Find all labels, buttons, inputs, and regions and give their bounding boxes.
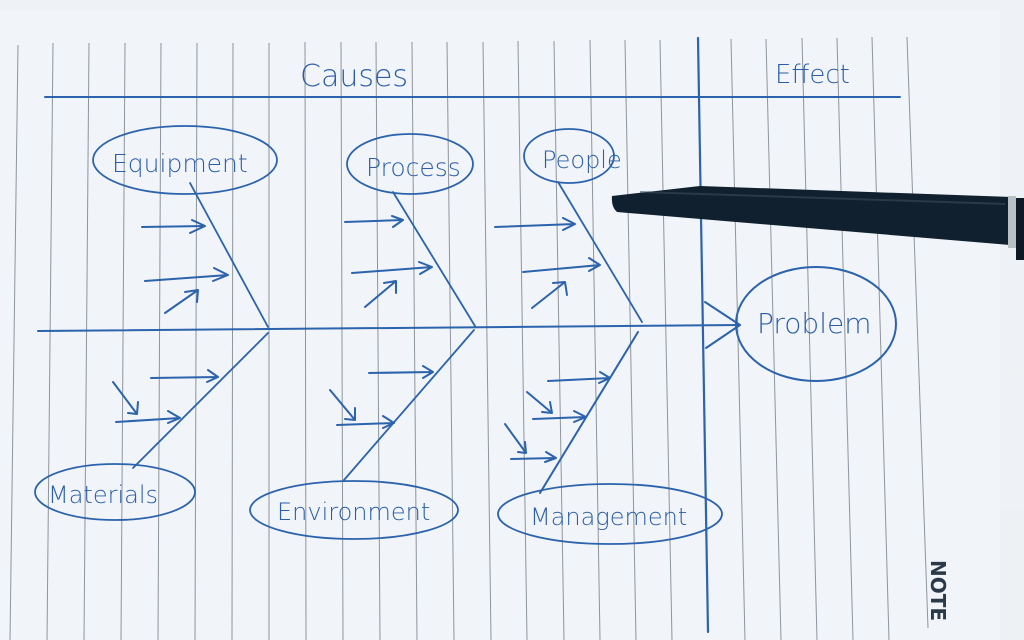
- fishbone-spine: [37, 324, 741, 332]
- problem-label: Problem: [757, 307, 871, 340]
- bone-equipment: [189, 182, 269, 328]
- people-ellipse: [523, 128, 615, 184]
- causes-header: Causes: [300, 59, 408, 94]
- category-management: Management: [530, 503, 687, 531]
- equipment-ellipse: [92, 125, 278, 195]
- notebook-brand: NOTE: [926, 560, 950, 621]
- process-ellipse: [346, 133, 474, 195]
- problem-ellipse: [735, 266, 897, 382]
- management-ellipse: [497, 483, 723, 545]
- category-equipment: Equipment: [112, 149, 248, 178]
- category-environment: Environment: [277, 498, 430, 526]
- materials-ellipse: [34, 463, 196, 521]
- effect-header: Effect: [775, 60, 850, 90]
- bone-people: [557, 181, 643, 323]
- environment-ellipse: [249, 480, 459, 540]
- sub-cause-arrows-bottom: [112, 365, 611, 463]
- bone-process: [392, 191, 476, 327]
- category-people: People: [542, 146, 622, 174]
- spine-arrowhead: [704, 301, 741, 349]
- bone-management: [539, 331, 639, 494]
- bone-materials: [132, 332, 269, 469]
- paper-sheet: [0, 10, 1000, 640]
- note-brand-text: NOTE: [926, 560, 950, 621]
- bone-environment: [343, 329, 475, 481]
- causes-effect-divider: [696, 36, 710, 634]
- category-materials: Materials: [48, 481, 158, 509]
- category-process: Process: [366, 153, 461, 182]
- pen: [611, 186, 1024, 260]
- sub-cause-arrows-top: [141, 215, 601, 314]
